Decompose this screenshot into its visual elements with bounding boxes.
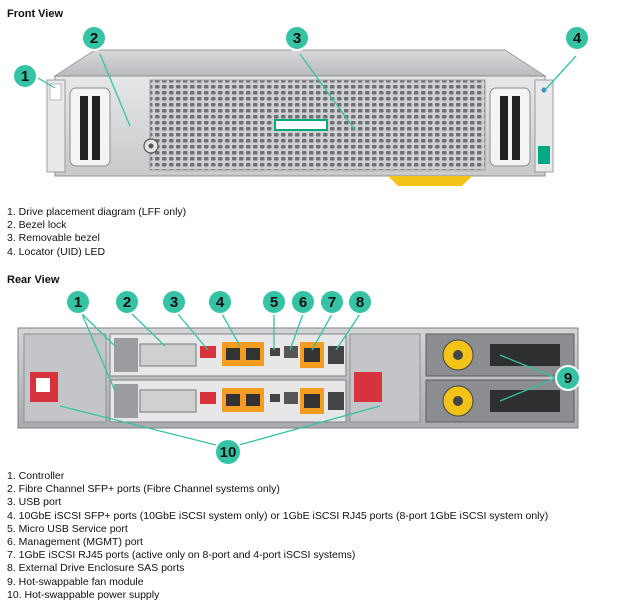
uid-led-icon [541, 87, 547, 93]
svg-text:6: 6 [299, 294, 307, 311]
svg-text:10: 10 [220, 444, 237, 461]
rear-callout-9: 9 [555, 365, 581, 391]
svg-text:1: 1 [74, 294, 82, 311]
rear-legend-item: 4. 10GbE iSCSI SFP+ ports (10GbE iSCSI s… [7, 509, 549, 522]
svg-text:3: 3 [170, 294, 178, 311]
rear-legend-item: 1. Controller [7, 470, 65, 482]
rear-legend-item: 8. External Drive Enclosure SAS ports [7, 562, 185, 575]
svg-text:7: 7 [328, 294, 336, 311]
rear-legend-item: 9. Hot-swappable fan module [7, 575, 144, 588]
rear-callout-8: 8 [347, 289, 373, 315]
rear-legend-item: 3. USB port [7, 496, 62, 509]
svg-text:2: 2 [90, 30, 98, 47]
rear-callout-7: 7 [319, 289, 345, 315]
hpe-logo-icon [274, 119, 328, 131]
rear-callout-2: 2 [114, 289, 140, 315]
rear-callout-1: 1 [65, 289, 91, 315]
rear-callout-5: 5 [261, 289, 287, 315]
rear-view-title: Rear View [7, 274, 60, 286]
front-callout-4: 4 [564, 25, 590, 51]
svg-text:9: 9 [564, 370, 572, 387]
svg-text:3: 3 [293, 30, 301, 47]
front-legend: 1. Drive placement diagram (LFF only) 2.… [7, 206, 186, 259]
front-view-title: Front View [7, 8, 64, 20]
rear-chassis [17, 327, 579, 429]
rear-legend: 1. Controller 2. Fibre Channel SFP+ port… [7, 470, 548, 602]
rear-legend-item: 10. Hot-swappable power supply [7, 588, 160, 601]
rear-callout-10: 10 [214, 438, 242, 466]
front-chassis [46, 49, 554, 186]
rear-legend-item: 2. Fibre Channel SFP+ ports (Fibre Chann… [7, 483, 280, 496]
left-ear [46, 79, 66, 173]
svg-text:5: 5 [270, 294, 278, 311]
rear-view-diagram: 1 2 3 4 5 6 7 8 9 10 [17, 289, 581, 466]
front-view-diagram: 1 2 3 4 [12, 25, 590, 186]
front-legend-item: 2. Bezel lock [7, 219, 67, 232]
rear-legend-item: 7. 1GbE iSCSI RJ45 ports (active only on… [7, 549, 356, 562]
svg-text:4: 4 [573, 30, 582, 47]
front-legend-item: 4. Locator (UID) LED [7, 245, 106, 258]
rear-legend-item: 6. Management (MGMT) port [7, 536, 143, 549]
front-callout-2: 2 [81, 25, 107, 51]
rear-callout-4: 4 [207, 289, 233, 315]
front-yellow-tag [388, 176, 472, 186]
right-handle [489, 87, 531, 167]
left-handle [69, 87, 111, 167]
front-legend-item: 1. Drive placement diagram (LFF only) [7, 206, 187, 218]
rear-legend-item: 5. Micro USB Service port [7, 522, 128, 535]
front-legend-item: 3. Removable bezel [7, 232, 100, 245]
rear-callout-3: 3 [161, 289, 187, 315]
svg-text:4: 4 [216, 294, 225, 311]
front-callout-1: 1 [12, 63, 38, 89]
front-callout-3: 3 [284, 25, 310, 51]
svg-text:2: 2 [123, 294, 131, 311]
svg-text:8: 8 [356, 294, 364, 311]
rear-callout-6: 6 [290, 289, 316, 315]
svg-text:1: 1 [21, 68, 29, 85]
